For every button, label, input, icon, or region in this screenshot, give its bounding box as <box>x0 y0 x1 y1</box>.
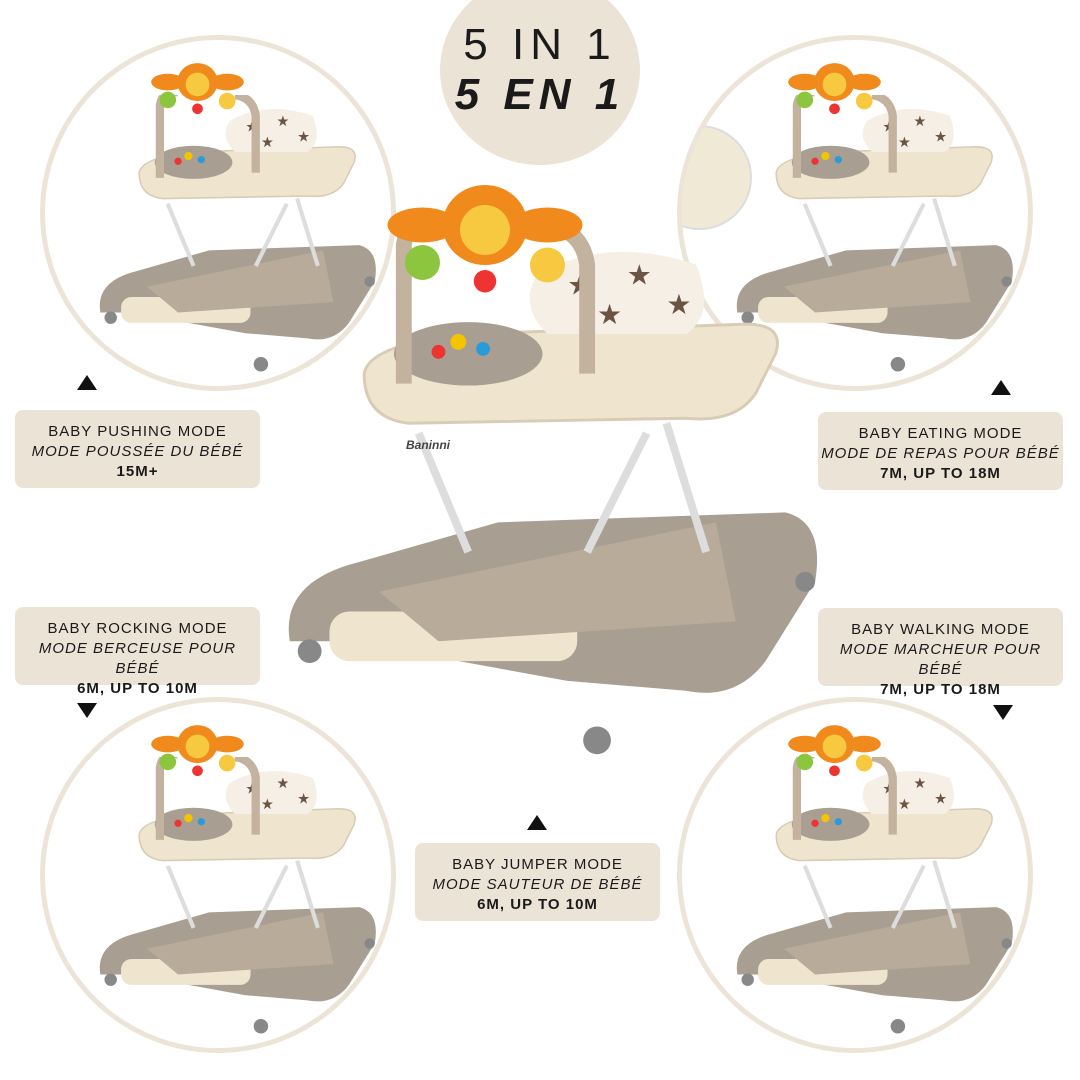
mode-name-fr: MODE POUSSÉE DU BÉBÉ <box>31 443 244 460</box>
lion-toy-icon <box>385 175 585 300</box>
walker-rocking-image <box>85 757 385 1047</box>
walking-mode-image <box>677 697 1033 1053</box>
mode-name-en: BABY ROCKING MODE <box>47 620 228 637</box>
mode-age: 7M, UP TO 18M <box>880 465 1001 482</box>
mode-age: 15M+ <box>116 463 159 480</box>
mode-name-en: BABY WALKING MODE <box>851 621 1030 638</box>
mode-name-fr: MODE MARCHEUR POUR BÉBÉ <box>839 641 1042 678</box>
mode-age: 6M, UP TO 10M <box>77 680 198 697</box>
walker-main-image <box>265 225 830 780</box>
arrow-down-icon <box>77 703 97 718</box>
badge-title-en: 5 IN 1 <box>463 20 617 69</box>
mode-age: 6M, UP TO 10M <box>477 896 598 913</box>
badge-title-fr: 5 EN 1 <box>454 70 626 119</box>
pushing-mode-label: BABY PUSHING MODE MODE POUSSÉE DU BÉBÉ 1… <box>15 410 260 488</box>
walker-walking-image <box>722 757 1022 1047</box>
arrow-up-icon <box>527 815 547 830</box>
eating-mode-label: BABY EATING MODE MODE DE REPAS POUR BÉBÉ… <box>818 412 1063 490</box>
mode-name-fr: MODE BERCEUSE POUR BÉBÉ <box>38 640 237 677</box>
lion-toy-icon <box>787 58 882 118</box>
mode-name-fr: MODE SAUTEUR DE BÉBÉ <box>432 876 643 893</box>
brand-logo: Baninni <box>406 438 450 452</box>
mode-name-en: BABY EATING MODE <box>858 425 1023 442</box>
arrow-up-icon <box>991 380 1011 395</box>
rocking-mode-image <box>40 697 396 1053</box>
rocking-mode-label: BABY ROCKING MODE MODE BERCEUSE POUR BÉB… <box>15 607 260 697</box>
pushing-mode-image <box>40 35 396 391</box>
mode-name-en: BABY PUSHING MODE <box>48 423 227 440</box>
mode-age: 7M, UP TO 18M <box>880 681 1001 698</box>
lion-toy-icon <box>150 720 245 780</box>
jumper-mode-label: BABY JUMPER MODE MODE SAUTEUR DE BÉBÉ 6M… <box>415 843 660 921</box>
lion-toy-icon <box>150 58 245 118</box>
mode-name-en: BABY JUMPER MODE <box>452 856 623 873</box>
arrow-down-icon <box>993 705 1013 720</box>
mode-name-fr: MODE DE REPAS POUR BÉBÉ <box>821 445 1060 462</box>
five-in-one-badge: 5 IN 1 5 EN 1 <box>440 0 640 165</box>
arrow-up-icon <box>77 375 97 390</box>
walking-mode-label: BABY WALKING MODE MODE MARCHEUR POUR BÉB… <box>818 608 1063 698</box>
